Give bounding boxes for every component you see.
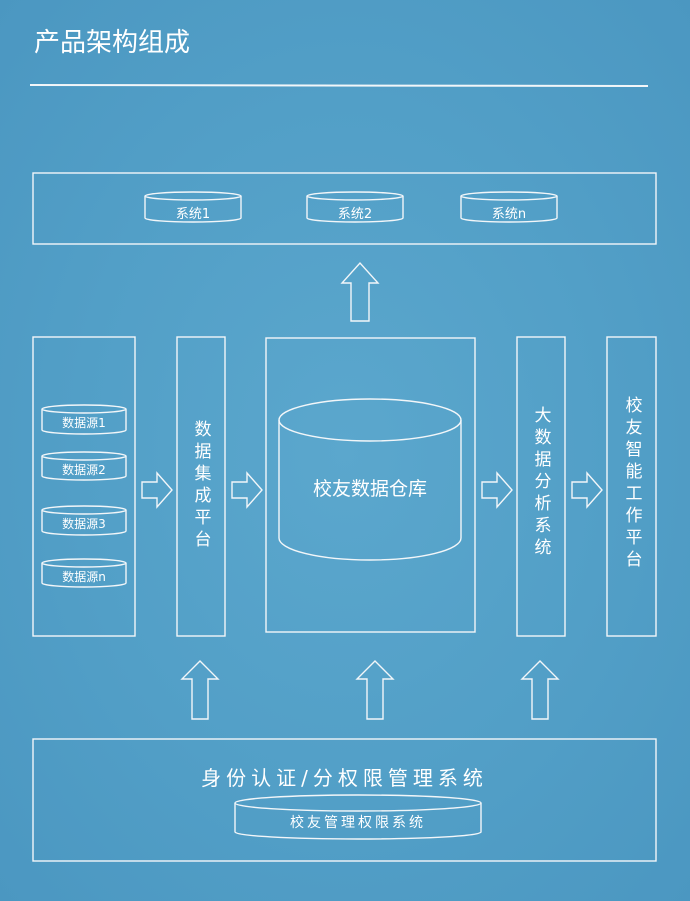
arrow-up-icon xyxy=(340,261,380,322)
arrow-right-icon xyxy=(141,471,173,509)
system-1-cylinder xyxy=(144,191,242,223)
arrow-up-icon xyxy=(180,660,220,720)
data-source-n-cylinder xyxy=(41,558,127,588)
data-source-1-cylinder xyxy=(41,404,127,435)
arrow-right-icon xyxy=(571,471,603,509)
data-source-3-cylinder xyxy=(41,505,127,536)
permission-db-cylinder xyxy=(234,794,482,840)
auth-system-title: 身份认证/分权限管理系统 xyxy=(201,766,488,790)
arrow-up-icon xyxy=(355,660,395,720)
system-n-label: 系统n xyxy=(491,207,527,222)
integration-platform-label: 数据集成平台 xyxy=(190,420,211,552)
warehouse-cylinder xyxy=(278,398,462,561)
analysis-system-box xyxy=(516,336,566,637)
data-source-n-label: 数据源n xyxy=(62,570,106,584)
integration-platform-box xyxy=(176,336,226,637)
page-title: 产品架构组成 xyxy=(34,28,191,58)
title-divider xyxy=(29,84,649,87)
analysis-system-label: 大数据分析系统 xyxy=(530,406,551,560)
arrow-up-icon xyxy=(520,660,560,720)
data-source-3-label: 数据源3 xyxy=(62,517,106,531)
data-source-2-label: 数据源2 xyxy=(62,463,106,477)
data-source-2-cylinder xyxy=(41,451,127,481)
arrow-right-icon xyxy=(481,471,513,509)
system-2-label: 系统2 xyxy=(337,207,373,222)
system-n-cylinder xyxy=(460,191,558,223)
arrow-right-icon xyxy=(231,471,263,509)
auth-system-box xyxy=(32,738,657,862)
work-platform-label: 校友智能工作平台 xyxy=(621,396,642,572)
warehouse-box xyxy=(265,337,476,633)
system-1-label: 系统1 xyxy=(175,207,211,222)
top-systems-box xyxy=(32,172,657,245)
work-platform-box xyxy=(606,336,657,637)
system-2-cylinder xyxy=(306,191,404,223)
data-source-1-label: 数据源1 xyxy=(62,416,106,430)
data-sources-box xyxy=(32,336,136,637)
permission-db-label: 校友管理权限系统 xyxy=(290,815,426,831)
warehouse-label: 校友数据仓库 xyxy=(312,478,427,500)
